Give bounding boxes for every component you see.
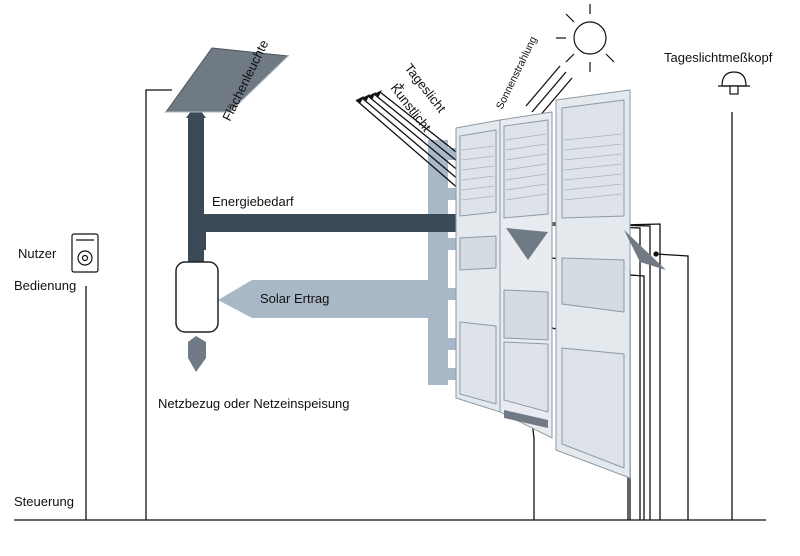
facade-louvres bbox=[461, 133, 623, 201]
daylight-sensor-icon bbox=[718, 71, 750, 95]
label-bedienung: Bedienung bbox=[14, 278, 76, 293]
label-nutzer: Nutzer bbox=[18, 246, 57, 261]
label-energiebedarf: Energiebedarf bbox=[212, 194, 294, 209]
label-tageslichtmesskopf: Tageslichtmeßkopf bbox=[664, 50, 773, 65]
label-steuerung: Steuerung bbox=[14, 494, 74, 509]
sun-icon bbox=[556, 4, 615, 72]
user-control-icon bbox=[71, 233, 99, 273]
label-netzbezug: Netzbezug oder Netzeinspeisung bbox=[158, 396, 350, 411]
label-solar-ertrag: Solar Ertrag bbox=[260, 291, 329, 306]
panel-lamp-icon bbox=[165, 47, 290, 113]
energy-demand-flow bbox=[186, 104, 462, 372]
shading-elements bbox=[504, 228, 666, 428]
solar-yield-flow bbox=[218, 140, 462, 385]
inverter-box bbox=[175, 261, 219, 333]
facade bbox=[455, 89, 631, 479]
label-sonnenstrahlung: Sonnenstrahlung bbox=[494, 35, 540, 112]
